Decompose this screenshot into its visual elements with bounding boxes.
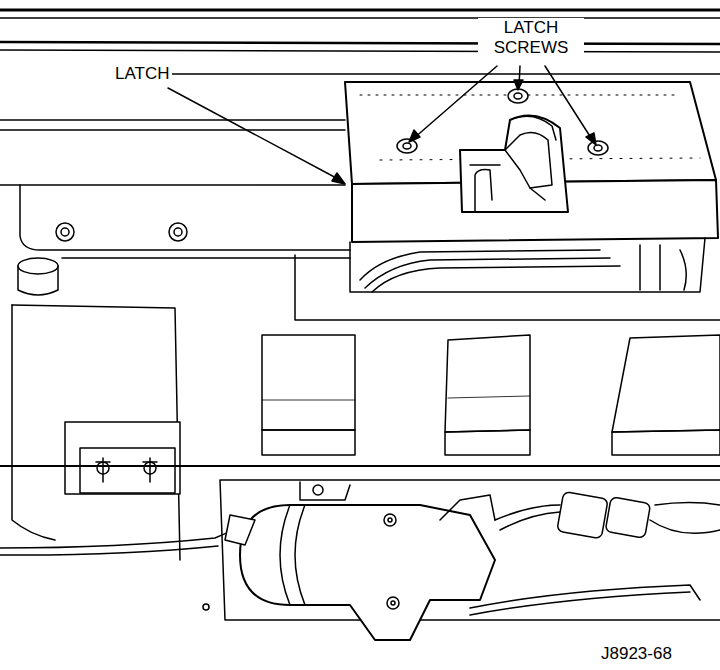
- leader-lines: [168, 66, 596, 184]
- figure-number: J8923-68: [598, 644, 675, 664]
- part-label: LATCH: [112, 64, 172, 84]
- part-label: LATCH SCREWS: [478, 18, 584, 58]
